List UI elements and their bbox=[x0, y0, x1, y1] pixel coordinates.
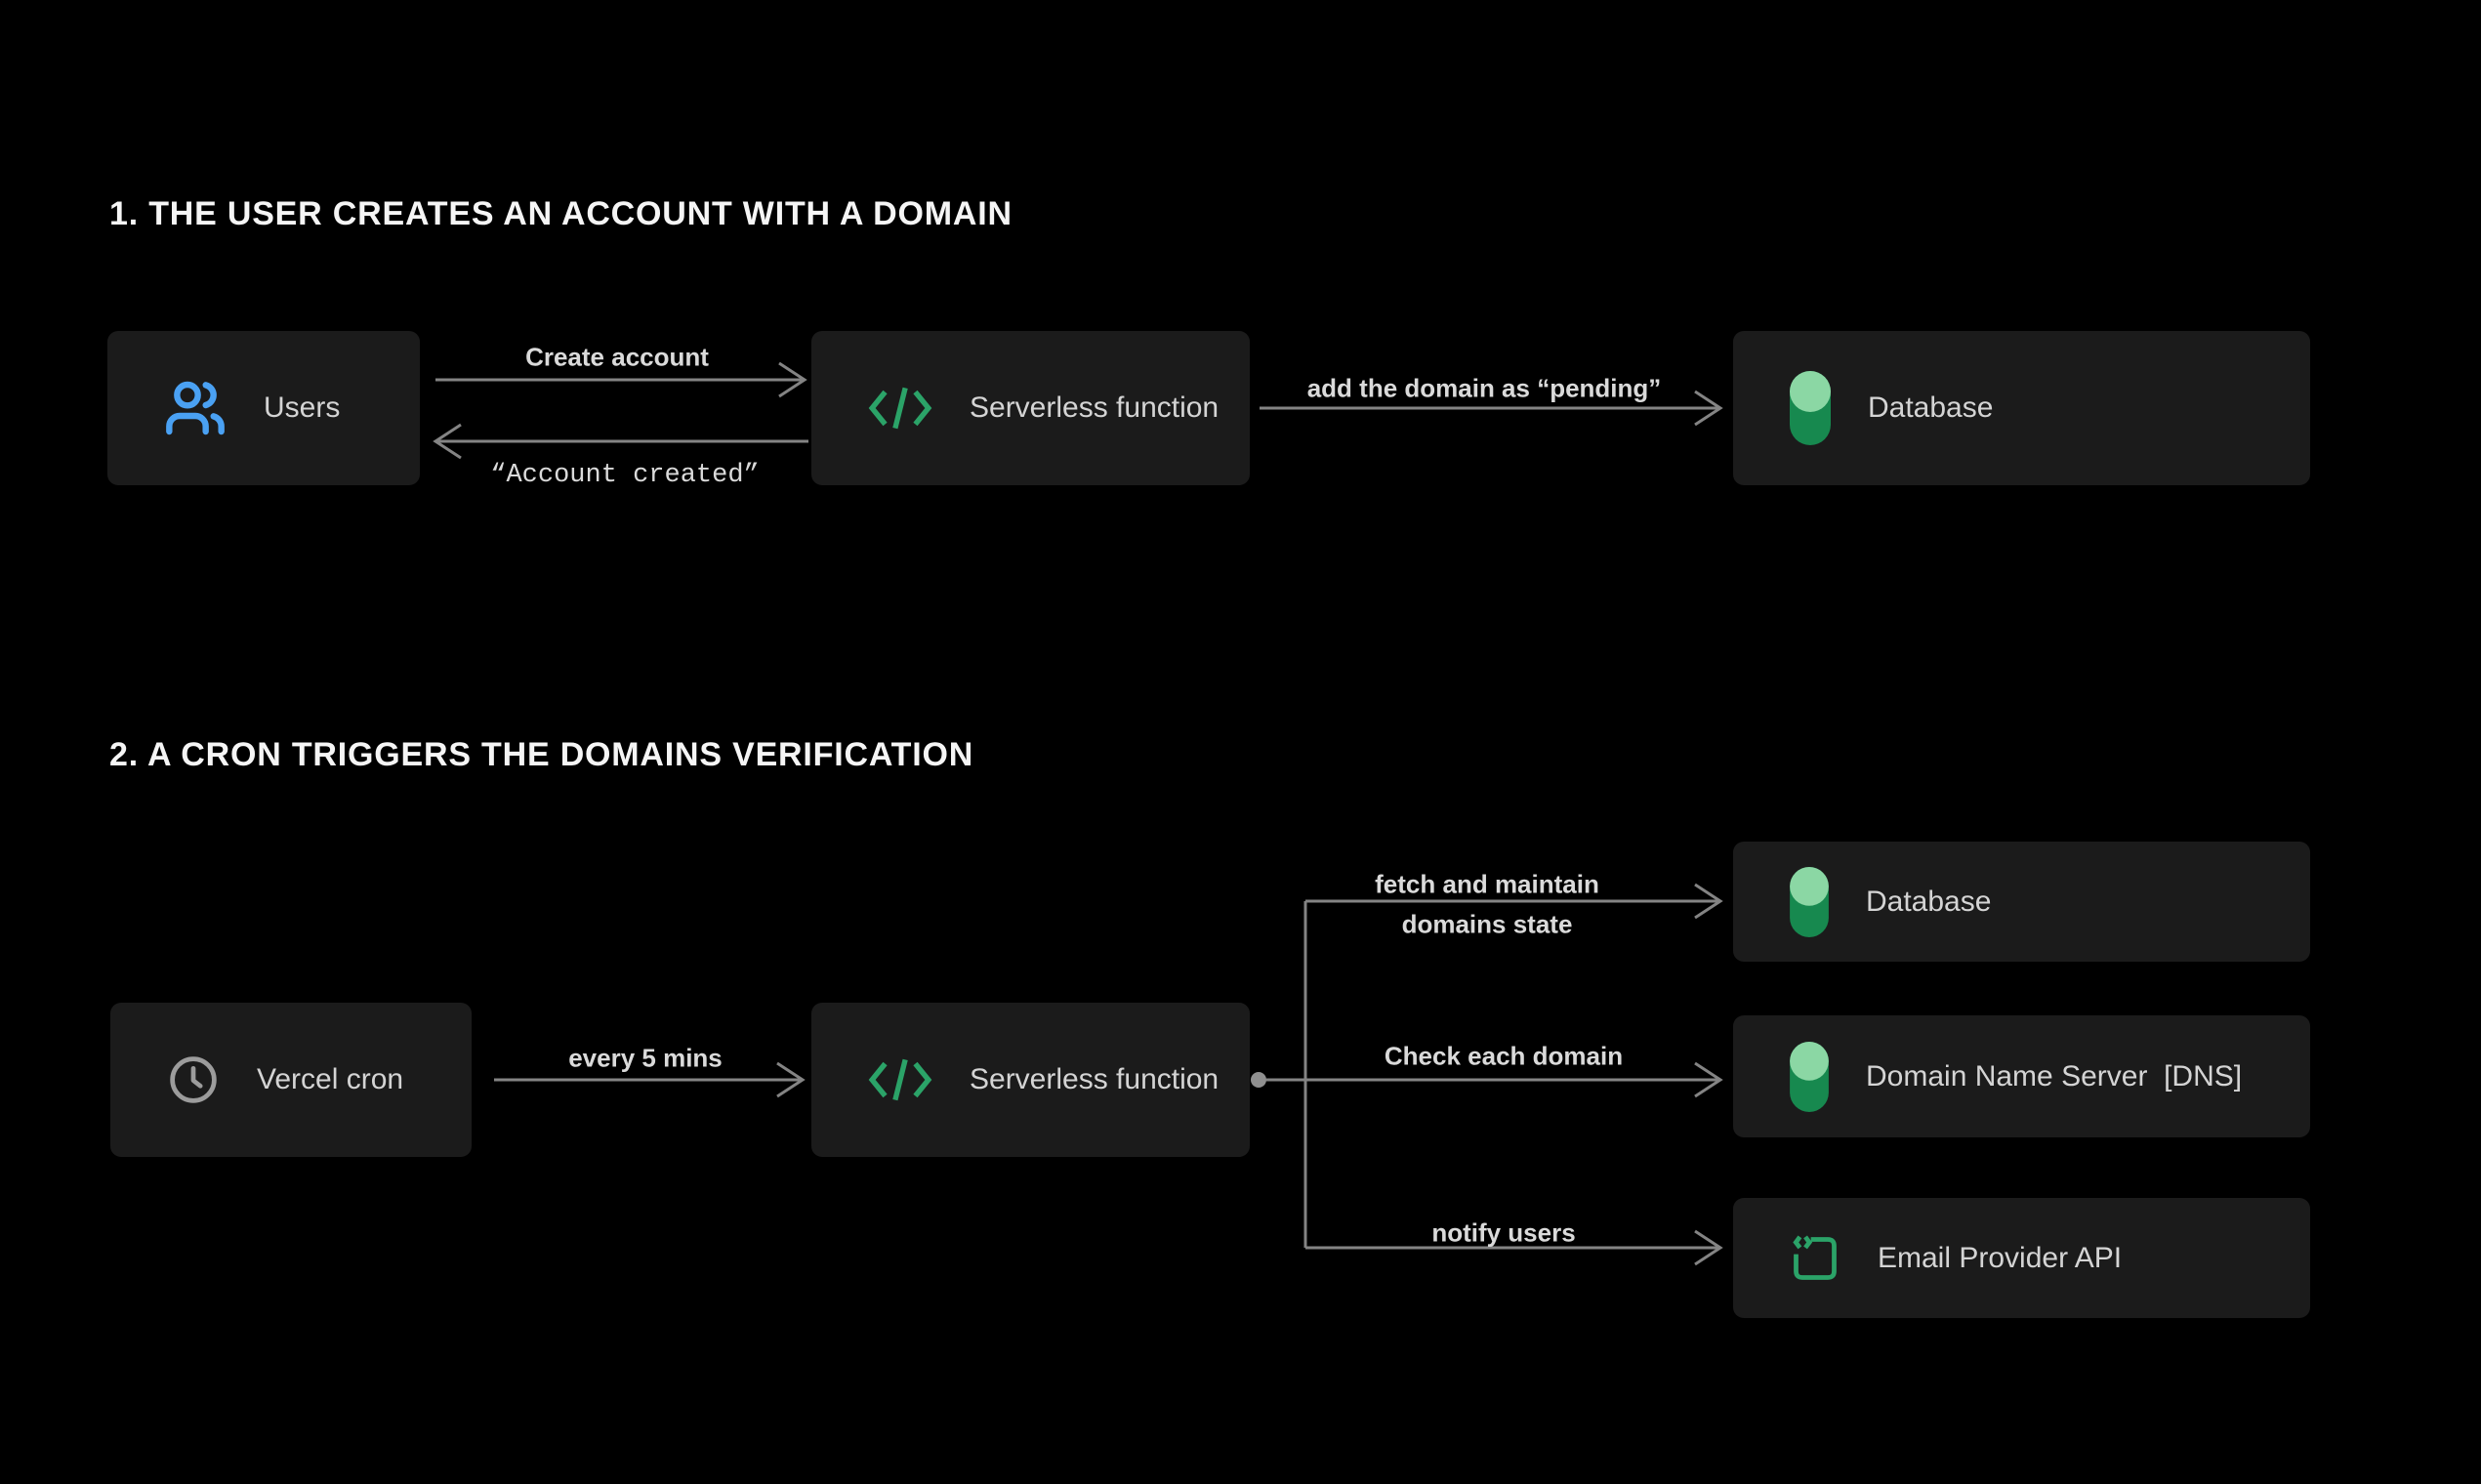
node-label: Vercel cron bbox=[257, 1063, 404, 1095]
api-icon bbox=[1790, 1233, 1840, 1284]
section-2-title: 2. A CRON TRIGGERS THE DOMAINS VERIFICAT… bbox=[109, 736, 974, 773]
arrow-every-5-mins bbox=[494, 1061, 806, 1098]
edge-label-every-5-mins: every 5 mins bbox=[568, 1043, 723, 1073]
database-icon bbox=[1790, 866, 1829, 937]
node-serverless-function-2: Serverless function bbox=[811, 1003, 1250, 1157]
section-1-title: 1. THE USER CREATES AN ACCOUNT WITH A DO… bbox=[109, 195, 1013, 232]
node-email-provider-api: Email Provider API bbox=[1733, 1198, 2310, 1318]
arrow-fetch-domains bbox=[1305, 883, 1723, 920]
arrow-create-account bbox=[435, 361, 807, 398]
node-database-1: Database bbox=[1733, 331, 2310, 485]
arrow-add-domain-pending bbox=[1260, 390, 1723, 427]
arrow-account-created bbox=[433, 423, 808, 460]
clock-icon bbox=[167, 1053, 220, 1106]
node-label: Email Provider API bbox=[1878, 1241, 2123, 1274]
code-icon bbox=[868, 382, 932, 434]
edge-label-domains-state: domains state bbox=[1401, 909, 1573, 939]
node-label: Users bbox=[264, 392, 341, 424]
node-label: Database bbox=[1866, 885, 1992, 918]
node-database-2: Database bbox=[1733, 842, 2310, 962]
arrow-check-domain bbox=[1305, 1061, 1723, 1098]
node-users: Users bbox=[107, 331, 420, 485]
edge-label-account-created: “Account created” bbox=[490, 461, 760, 490]
edge-label-create-account: Create account bbox=[525, 342, 709, 372]
branch-connector bbox=[1266, 901, 1307, 1248]
node-serverless-function-1: Serverless function bbox=[811, 331, 1250, 485]
edge-label-notify-users: notify users bbox=[1431, 1217, 1576, 1248]
edge-label-fetch-and-maintain: fetch and maintain bbox=[1375, 869, 1599, 899]
node-vercel-cron: Vercel cron bbox=[110, 1003, 472, 1157]
users-icon bbox=[164, 377, 227, 439]
node-label: Serverless function bbox=[970, 392, 1220, 424]
database-icon bbox=[1790, 1041, 1829, 1112]
node-label: Database bbox=[1868, 392, 1994, 424]
node-domain-name-server: Domain Name Server [DNS] bbox=[1733, 1015, 2310, 1137]
database-icon bbox=[1790, 371, 1831, 445]
connector-dot bbox=[1251, 1072, 1266, 1088]
code-icon bbox=[868, 1053, 932, 1106]
edge-label-check-each-domain: Check each domain bbox=[1384, 1041, 1624, 1071]
edge-label-add-domain-pending: add the domain as “pending” bbox=[1306, 373, 1662, 403]
node-label: Serverless function bbox=[970, 1063, 1220, 1095]
node-label: Domain Name Server [DNS] bbox=[1866, 1059, 2243, 1092]
arrow-notify-users bbox=[1305, 1229, 1723, 1266]
